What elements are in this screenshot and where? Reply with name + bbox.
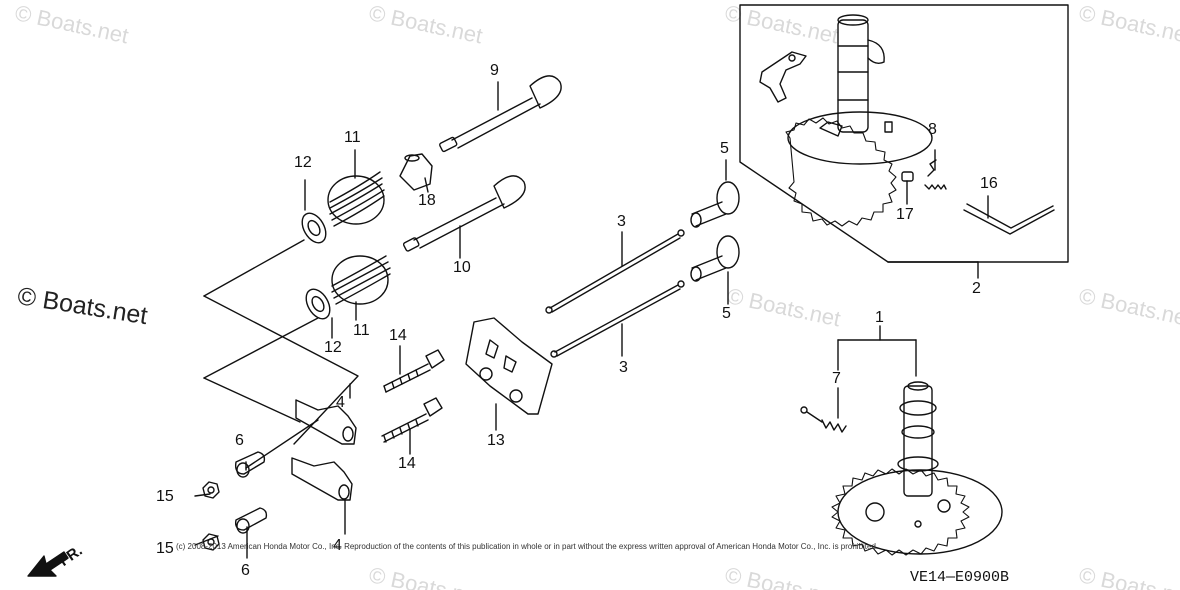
callout-6: 6 [235,432,244,449]
wire-16 [963,195,1055,235]
valve-9 [439,75,562,153]
callout-11: 11 [353,322,370,339]
pivot-6-lower [234,507,268,534]
callout-6: 6 [241,562,250,579]
nut-15-upper [202,481,220,499]
guide-plate-13 [465,317,553,431]
spring-8 [924,149,947,190]
camshaft-1-bracket [837,325,917,419]
spring-11-lower [331,255,391,321]
lower-camshaft-1 [831,381,1003,556]
callout-15: 15 [156,540,174,557]
pivot-6-upper [234,451,266,478]
callout-4: 4 [333,537,342,554]
callout-13: 13 [487,432,505,449]
copyright-notice: (c) 2008-2013 American Honda Motor Co., … [176,542,879,551]
retainer-12-upper [301,179,327,244]
rocker-arm-4-lower [291,457,353,501]
callout-16: 16 [980,175,998,192]
front-direction-arrow-icon [27,551,69,577]
callout-8: 8 [928,121,937,138]
callout-9: 9 [490,62,499,79]
upper-camshaft [785,14,933,227]
callout-18: 18 [418,192,436,209]
stud-14-upper [383,345,445,393]
callout-3: 3 [619,359,628,376]
rocker-arm-4-upper [295,399,357,445]
push-rod-3-upper [545,229,685,314]
retainer-12-lower [305,288,333,339]
diagram-code: VE14—E0900B [910,569,1010,586]
callout-14: 14 [389,327,407,344]
camshaft-assembly-box [739,4,1069,279]
spring-7 [800,406,847,433]
callout-2: 2 [972,280,981,297]
spring-11-upper [327,149,385,227]
nut-15-lower [202,533,220,551]
callout-5: 5 [720,140,729,157]
pin-17 [901,171,914,205]
callout-3: 3 [617,213,626,230]
callout-11: 11 [344,129,361,146]
leader-lines [194,239,359,559]
callout-10: 10 [453,259,471,276]
governor-arm [759,51,807,103]
callout-15: 15 [156,488,174,505]
callout-4: 4 [336,394,345,411]
callout-12: 12 [294,154,312,171]
tappet-5-upper [690,159,740,228]
valve-10 [402,175,526,259]
callout-12: 12 [324,339,342,356]
tappet-5-lower [690,235,740,305]
callout-14: 14 [398,455,416,472]
callout-7: 7 [832,370,841,387]
valve-seal-18 [399,153,433,193]
callout-5: 5 [722,305,731,322]
callout-17: 17 [896,206,914,223]
callout-1: 1 [875,309,884,326]
stud-14-lower [381,397,443,455]
push-rod-3-lower [550,280,685,358]
